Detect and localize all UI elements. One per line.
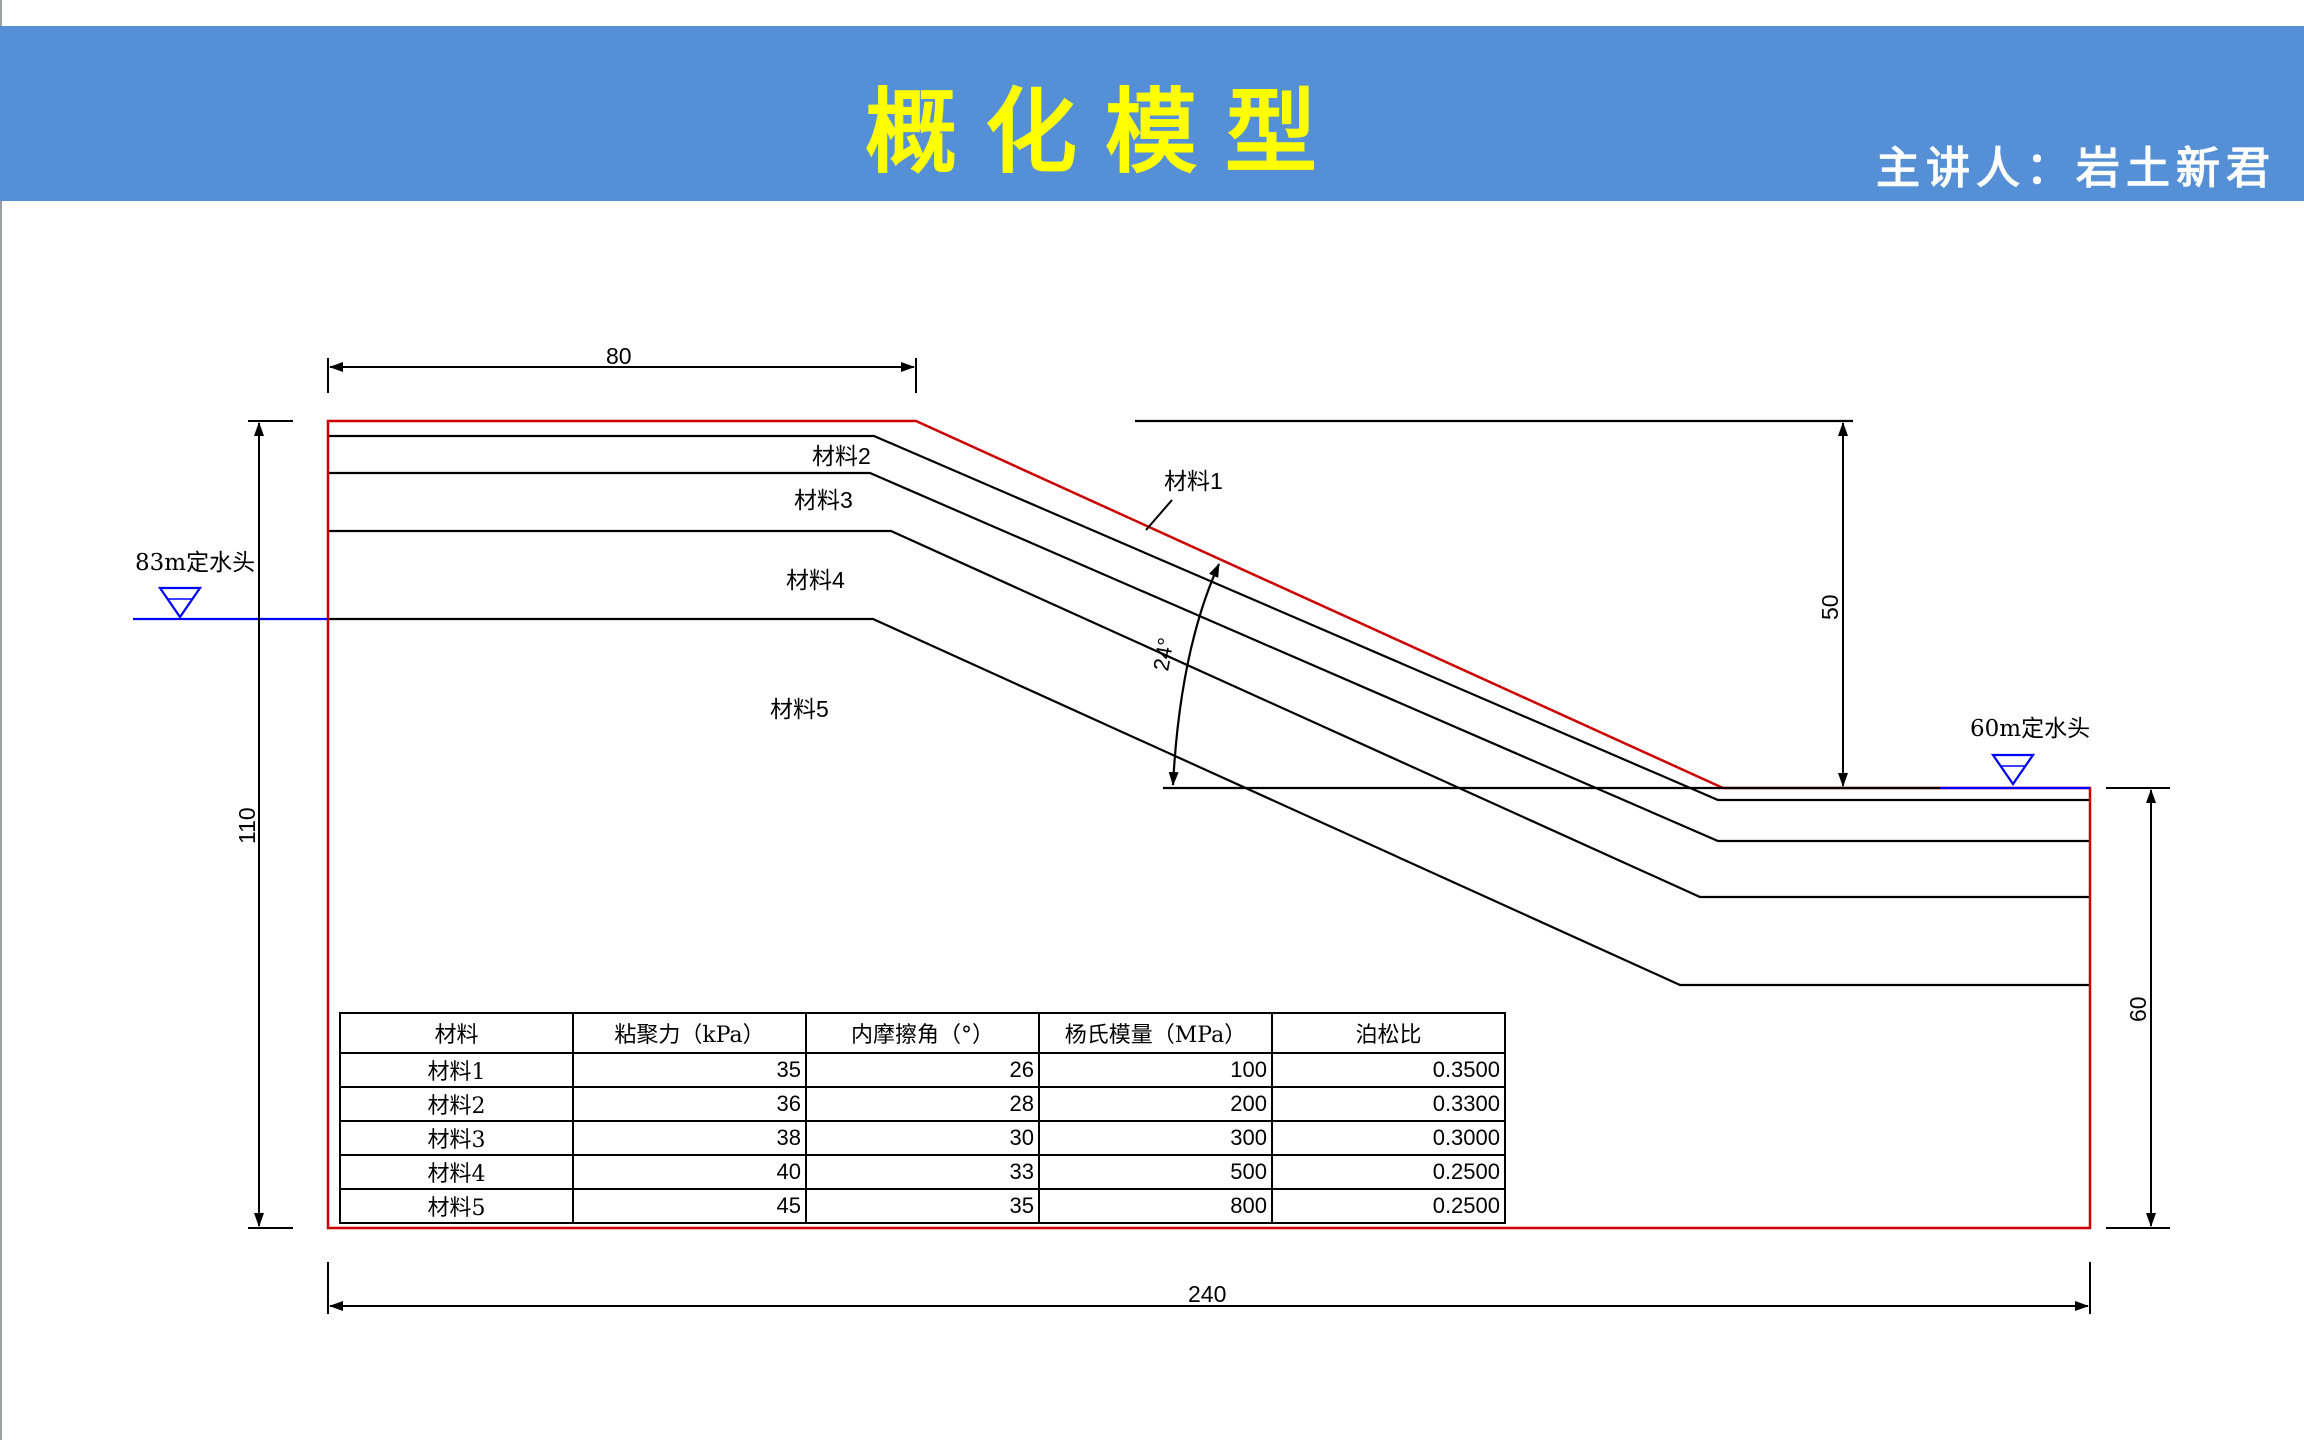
- dim-total-height: [248, 420, 293, 1229]
- layer-line-4: [328, 617, 2090, 987]
- material2-label: 材料2: [812, 443, 871, 469]
- table-cell: 0.3000: [1271, 1120, 1506, 1156]
- material-properties-table: 材料 粘聚力（kPa） 内摩擦角（°） 杨氏模量（MPa） 泊松比 材料1 35…: [339, 1012, 1506, 1224]
- table-cell: 材料3: [339, 1120, 574, 1156]
- table-row: 材料1 35 26 100 0.3500: [339, 1052, 1506, 1088]
- layer-line-2: [328, 471, 2090, 843]
- table-cell: 38: [572, 1120, 807, 1156]
- material5-label: 材料5: [770, 696, 829, 722]
- table-cell: 500: [1038, 1154, 1273, 1190]
- dim-total-width-label: 240: [1188, 1281, 1226, 1307]
- table-cell: 材料2: [339, 1086, 574, 1122]
- dim-total-width: [327, 1262, 2091, 1314]
- table-row: 材料4 40 33 500 0.2500: [339, 1154, 1506, 1190]
- table-cell: 200: [1038, 1086, 1273, 1122]
- material1-leader: [1145, 499, 1173, 531]
- frame-left-border: [0, 0, 2, 1440]
- presenter-label: 主讲人：岩土新君: [1876, 143, 2276, 194]
- layer-line-1: [328, 434, 2090, 802]
- table-row: 材料3 38 30 300 0.3000: [339, 1120, 1506, 1156]
- table-cell: 35: [572, 1052, 807, 1088]
- dim-right-height-label: 60: [2125, 996, 2151, 1022]
- table-cell: 0.2500: [1271, 1154, 1506, 1190]
- material1-label: 材料1: [1164, 468, 1223, 494]
- table-cell: 0.3500: [1271, 1052, 1506, 1088]
- table-cell: 0.2500: [1271, 1188, 1506, 1224]
- table-cell: 0.3300: [1271, 1086, 1506, 1122]
- table-header-cell: 泊松比: [1271, 1012, 1506, 1054]
- table-cell: 材料5: [339, 1188, 574, 1224]
- table-cell: 100: [1038, 1052, 1273, 1088]
- dim-slope-height-label: 50: [1817, 594, 1843, 620]
- table-header-cell: 杨氏模量（MPa）: [1038, 1012, 1273, 1054]
- table-header-cell: 粘聚力（kPa）: [572, 1012, 807, 1054]
- dim-right-height: [2106, 787, 2170, 1229]
- table-cell: 材料4: [339, 1154, 574, 1190]
- table-cell: 800: [1038, 1188, 1273, 1224]
- table-header-cell: 材料: [339, 1012, 574, 1054]
- table-cell: 35: [805, 1188, 1040, 1224]
- left-head-label: 83m定水头: [135, 550, 255, 576]
- table-cell: 33: [805, 1154, 1040, 1190]
- right-water-level-icon: [1990, 753, 2036, 786]
- table-cell: 30: [805, 1120, 1040, 1156]
- table-header-row: 材料 粘聚力（kPa） 内摩擦角（°） 杨氏模量（MPa） 泊松比: [339, 1012, 1506, 1054]
- header-bar: [0, 26, 2304, 201]
- material3-label: 材料3: [794, 487, 853, 513]
- table-row: 材料5 45 35 800 0.2500: [339, 1188, 1506, 1224]
- slope-angle-arc: [1168, 563, 1221, 786]
- table-header-cell: 内摩擦角（°）: [805, 1012, 1040, 1054]
- table-cell: 36: [572, 1086, 807, 1122]
- slope-angle-label: 24°: [1148, 636, 1178, 673]
- table-cell: 300: [1038, 1120, 1273, 1156]
- dim-top-width: [327, 358, 917, 393]
- dim-total-height-label: 110: [234, 807, 260, 844]
- left-water-level-icon: [157, 586, 203, 619]
- table-cell: 45: [572, 1188, 807, 1224]
- page-title: 概化模型: [864, 79, 1345, 186]
- table-cell: 40: [572, 1154, 807, 1190]
- dim-top-width-label: 80: [606, 343, 632, 369]
- layer-line-3: [328, 529, 2090, 899]
- table-cell: 材料1: [339, 1052, 574, 1088]
- material4-label: 材料4: [786, 567, 845, 593]
- table-cell: 26: [805, 1052, 1040, 1088]
- table-cell: 28: [805, 1086, 1040, 1122]
- right-head-label: 60m定水头: [1970, 716, 2090, 742]
- table-row: 材料2 36 28 200 0.3300: [339, 1086, 1506, 1122]
- layer-boundaries: [328, 434, 2090, 987]
